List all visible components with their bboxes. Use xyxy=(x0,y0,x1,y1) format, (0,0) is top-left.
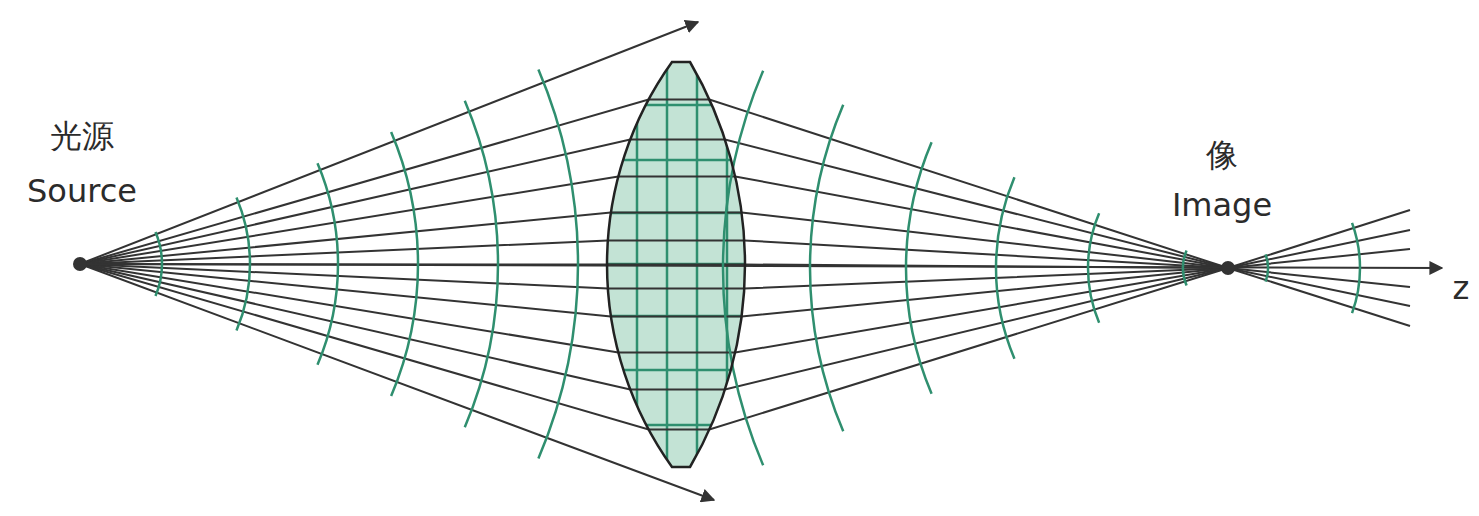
wavefront xyxy=(538,69,578,458)
axis-label: 光源 xyxy=(50,119,114,154)
diverging-ray xyxy=(1228,249,1410,268)
wavefront xyxy=(723,71,763,466)
source-point xyxy=(73,257,87,271)
light-ray xyxy=(80,100,1228,269)
light-ray xyxy=(80,264,1228,353)
wavefront xyxy=(236,198,250,331)
wavefront xyxy=(1352,223,1360,313)
light-rays xyxy=(80,22,1442,500)
light-ray xyxy=(80,264,1228,390)
marginal-ray xyxy=(80,22,698,264)
diverging-ray xyxy=(1228,230,1410,268)
light-ray xyxy=(80,177,1228,269)
wavefront xyxy=(1266,254,1268,281)
wavefront xyxy=(465,101,498,428)
light-ray xyxy=(80,213,1228,269)
wavefront xyxy=(317,163,338,365)
diverging-ray xyxy=(1228,268,1410,326)
wavefront xyxy=(1088,213,1099,322)
wavefront xyxy=(810,105,843,432)
axis-label: z xyxy=(1453,271,1470,306)
light-ray xyxy=(80,264,1228,430)
diverging-ray xyxy=(1228,268,1410,306)
wavefront xyxy=(906,142,932,394)
lens-outline xyxy=(607,62,745,467)
axis-label: Source xyxy=(27,174,137,209)
optical-axis xyxy=(80,264,1442,268)
wavefront xyxy=(996,177,1014,358)
grid-line xyxy=(590,104,760,107)
axis-label: 像 xyxy=(1206,138,1238,173)
grid-line xyxy=(590,424,760,427)
wavefronts xyxy=(155,69,1360,465)
axis-label: Image xyxy=(1172,188,1272,223)
wavefront xyxy=(1183,250,1187,285)
wavefront xyxy=(155,232,162,296)
wavefront xyxy=(391,132,418,396)
image-point xyxy=(1221,261,1235,275)
light-ray xyxy=(80,140,1228,269)
